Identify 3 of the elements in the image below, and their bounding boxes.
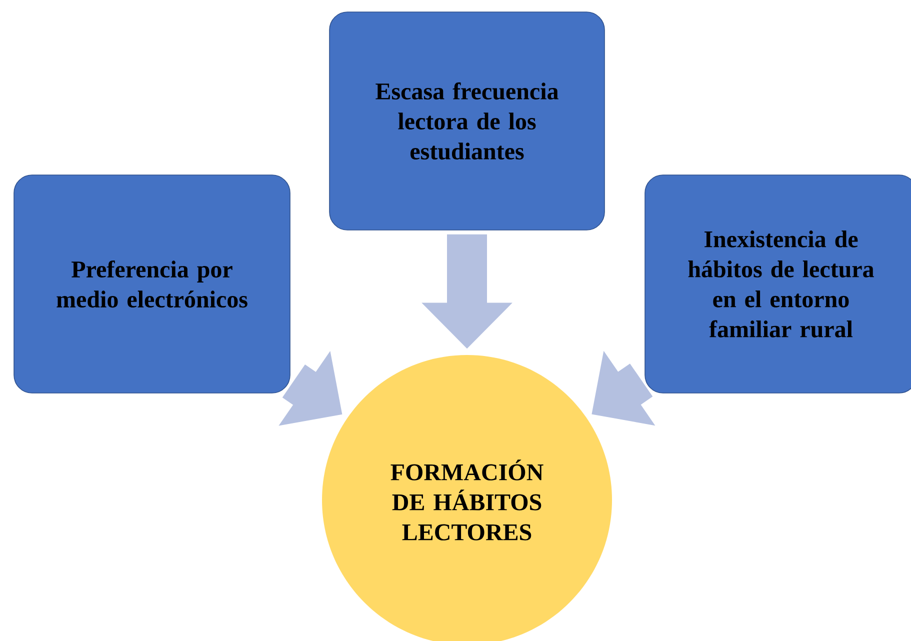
process-box: Preferencia por medio electrónicos <box>14 174 290 394</box>
process-box: Escasa frecuencia lectora de los estudiantes <box>329 12 605 230</box>
process-box: Inexistencia de hábitos de lectura en el entorno familiar rural <box>644 174 911 394</box>
